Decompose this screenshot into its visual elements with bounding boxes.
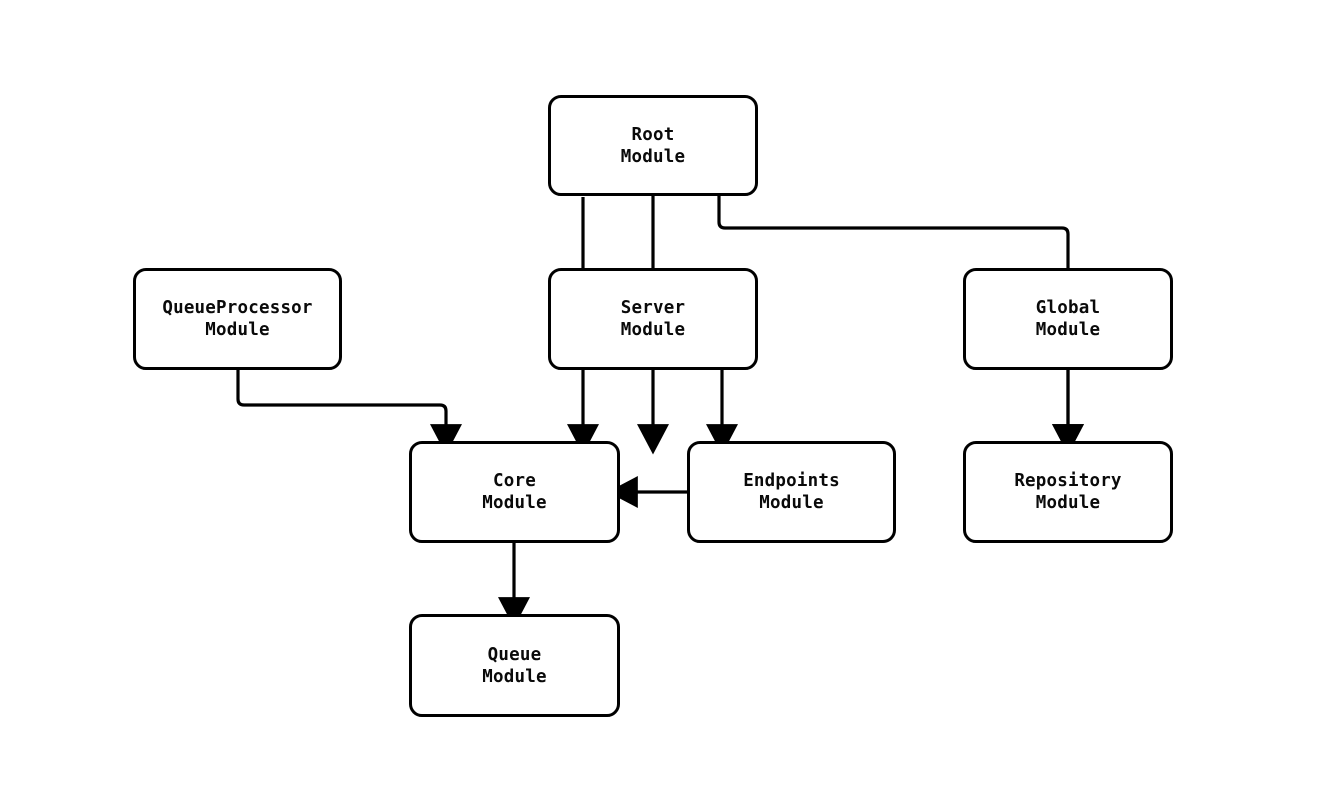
- node-server[interactable]: Server Module: [548, 268, 758, 370]
- node-global[interactable]: Global Module: [963, 268, 1173, 370]
- edge-queueprocessor-core: [236, 370, 462, 455]
- node-queueprocessor-label-line2: Module: [205, 320, 270, 340]
- node-queue[interactable]: Queue Module: [409, 614, 620, 717]
- node-root-label-line2: Module: [620, 146, 686, 167]
- node-endpoints-label-line1: Endpoints: [743, 471, 840, 491]
- node-core[interactable]: Core Module: [409, 441, 620, 543]
- node-root[interactable]: Root Module: [548, 95, 758, 196]
- node-server-label-line2: Module: [620, 320, 686, 340]
- node-server-label-line1: Server: [620, 298, 686, 318]
- node-queueprocessor[interactable]: QueueProcessor Module: [133, 268, 342, 370]
- node-root-label-line1: Root: [631, 124, 675, 145]
- node-repository-label-line2: Module: [1035, 493, 1101, 513]
- node-queue-label-line2: Module: [482, 666, 547, 687]
- node-repository[interactable]: Repository Module: [963, 441, 1173, 543]
- node-queueprocessor-label-line1: QueueProcessor: [162, 298, 313, 318]
- node-global-label-line1: Global: [1035, 298, 1101, 318]
- node-core-label-line2: Module: [482, 493, 547, 513]
- node-endpoints[interactable]: Endpoints Module: [687, 441, 896, 543]
- node-queue-label-line1: Queue: [487, 644, 542, 665]
- node-endpoints-label-line2: Module: [759, 493, 824, 513]
- node-global-label-line2: Module: [1035, 320, 1101, 340]
- node-core-label-line1: Core: [493, 471, 536, 491]
- node-repository-label-line1: Repository: [1014, 471, 1122, 491]
